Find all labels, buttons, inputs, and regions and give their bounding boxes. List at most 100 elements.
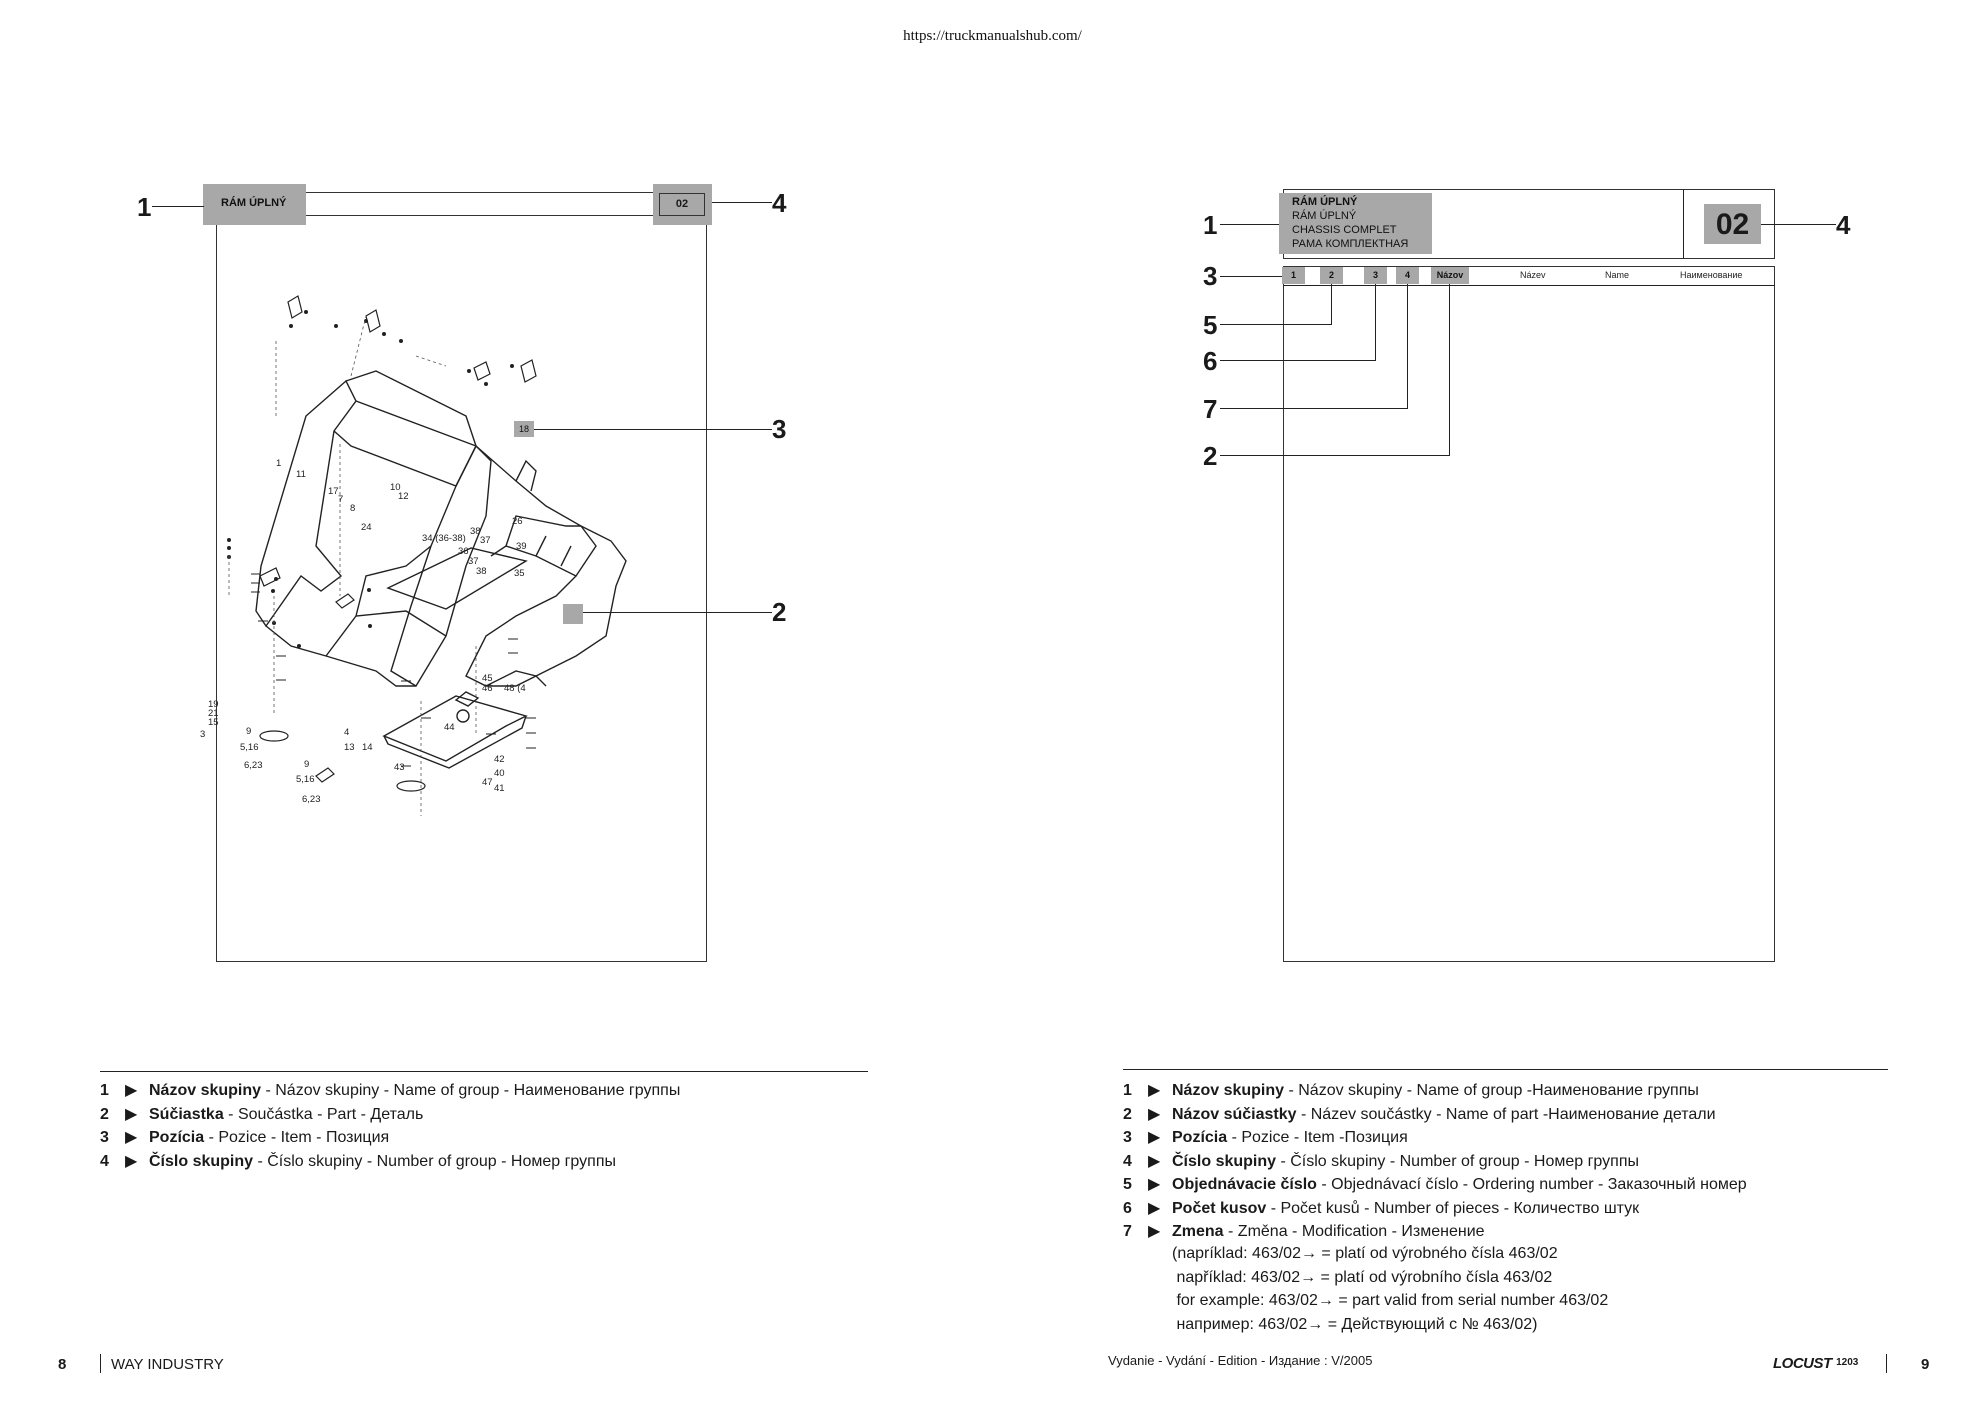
note-line-2: například: 463/02→ = platí od výrobního …: [1172, 1268, 1553, 1286]
legend-translations: - Názov skupiny - Name of group - Наимен…: [261, 1082, 681, 1099]
legend-row: 4▶Číslo skupiny - Číslo skupiny - Number…: [1123, 1150, 1747, 1174]
left-legend-divider: [100, 1071, 868, 1072]
part-label: 37: [480, 535, 491, 546]
legend-term: Číslo skupiny: [149, 1152, 254, 1170]
legend-text: Pozícia - Pozice - Item -Позиция: [1172, 1126, 1408, 1150]
legend-number: 7: [1123, 1223, 1132, 1240]
legend-translations: - Objednávací číslo - Ordering number - …: [1316, 1176, 1747, 1193]
part-label: 13: [344, 742, 355, 753]
legend-term: Názov skupiny: [149, 1082, 262, 1099]
part-label: 40: [494, 768, 505, 779]
legend-translations: - Číslo skupiny - Number of group - Номе…: [253, 1152, 616, 1170]
right-callout-7-line: [1220, 408, 1408, 409]
left-group-number-box: [653, 184, 712, 225]
part-label: 1: [276, 458, 282, 469]
right-callout-7: 7: [1203, 394, 1218, 424]
legend-term: Názov skupiny: [1172, 1082, 1285, 1099]
legend-arrow-icon: ▶: [1148, 1199, 1161, 1217]
legend-row: 1▶Názov skupiny - Názov skupiny - Name o…: [100, 1079, 680, 1103]
legend-text: Názov skupiny - Názov skupiny - Name of …: [149, 1079, 680, 1103]
part-label: 5,16: [240, 742, 259, 753]
legend-arrow-icon: ▶: [1148, 1129, 1161, 1146]
part-label: 8: [350, 503, 356, 514]
part-label: 6,23: [302, 794, 321, 805]
part-label: 44: [444, 722, 455, 733]
col-tag-ordering: 2: [1320, 267, 1343, 284]
right-group-number-box: [1704, 204, 1761, 244]
legend-row: 3▶Pozícia - Pozice - Item - Позиция: [100, 1126, 680, 1150]
left-callout-1: 1: [137, 192, 152, 222]
legend-text: Zmena - Změna - Modification - Изменение: [1172, 1220, 1485, 1244]
note-line-1: (napríklad: 463/02→ = platí od výrobného…: [1172, 1245, 1558, 1262]
right-title-line-1: RÁM ÚPLNÝ: [1292, 196, 1358, 208]
part-label: 45: [482, 673, 493, 684]
right-callout-6: 6: [1203, 346, 1218, 376]
right-title-box: [1279, 193, 1432, 254]
legend-text: Počet kusov - Počet kusů - Number of pie…: [1172, 1197, 1639, 1221]
right-page-number: 9: [1921, 1356, 1930, 1373]
bottom-guard-plate: [382, 691, 528, 769]
part-label: 37: [468, 556, 479, 567]
right-callout-5-line: [1220, 324, 1332, 325]
right-footer-divider: [1886, 1354, 1887, 1373]
part-label: 26: [512, 516, 523, 527]
left-callout-3: 3: [772, 414, 787, 444]
right-parts-table: [1283, 266, 1775, 962]
part-label: 10: [390, 482, 401, 493]
part-label: 9: [304, 759, 310, 770]
right-title-line-3: CHASSIS COMPLET: [1292, 224, 1397, 236]
left-callout-2: 2: [772, 597, 787, 627]
part-label: 6,23: [244, 760, 263, 771]
legend-arrow-icon: ▶: [125, 1152, 138, 1170]
right-title-line-4: РАМА КОМПЛЕКТНАЯ: [1292, 238, 1409, 250]
right-callout-1-line: [1220, 224, 1279, 225]
legend-arrow-icon: ▶: [1148, 1105, 1161, 1123]
right-callout-6-vline: [1375, 284, 1376, 361]
note-line-3: for example: 463/02→ = part valid from s…: [1172, 1292, 1609, 1309]
legend-term: Pozícia: [1172, 1129, 1228, 1146]
part-label: 24: [361, 522, 372, 533]
right-callout-2-line: [1220, 455, 1450, 456]
legend-number: 1: [100, 1082, 109, 1099]
col-tag-modification: 4: [1396, 267, 1419, 284]
legend-number: 1: [1123, 1082, 1132, 1099]
legend-term: Zmena: [1172, 1223, 1224, 1240]
part-label: 34 (36-38): [422, 533, 466, 544]
model-number: 1203: [1836, 1357, 1859, 1368]
right-group-number: 02: [1715, 208, 1750, 241]
highlight-tag-label: 18: [518, 424, 529, 434]
part-label: 14: [362, 742, 373, 753]
chassis-frame-lines: [255, 370, 627, 687]
legend-text: Objednávacie číslo - Objednávací číslo -…: [1172, 1173, 1747, 1197]
legend-number: 2: [1123, 1105, 1132, 1123]
right-callout-5: 5: [1203, 310, 1218, 340]
source-url[interactable]: https://truckmanualshub.com/: [903, 28, 1082, 44]
col-head-nazev: Název: [1520, 270, 1546, 280]
part-label: 42: [494, 754, 505, 765]
legend-arrow-icon: ▶: [1148, 1176, 1161, 1193]
left-group-title-box: [203, 184, 306, 225]
right-legend-divider: [1123, 1069, 1888, 1070]
legend-translations: - Součástka - Part - Деталь: [223, 1105, 424, 1123]
note-line-4: например: 463/02→ = Действующий с № 463/…: [1172, 1315, 1538, 1333]
right-table-header-line: [1283, 285, 1775, 286]
col-tag-name: Názov: [1431, 267, 1469, 284]
legend-arrow-icon: ▶: [1148, 1152, 1161, 1170]
right-callout-2: 2: [1203, 441, 1218, 471]
legend-arrow-icon: ▶: [125, 1129, 138, 1146]
label-leaders: [251, 573, 536, 767]
legend-translations: - Název součástky - Name of part -Наимен…: [1296, 1105, 1716, 1123]
right-title-lines: RÁM ÚPLNÝ RÁM ÚPLNÝ CHASSIS COMPLET РАМА…: [1292, 195, 1408, 251]
legend-text: Názov súčiastky - Název součástky - Name…: [1172, 1103, 1716, 1127]
legend-arrow-icon: ▶: [1148, 1223, 1161, 1240]
part-label: 35: [514, 568, 525, 579]
legend-row: 7 ▶ Zmena - Změna - Modification - Изменен…: [1123, 1220, 1747, 1244]
left-group-title: RÁM ÚPLNÝ: [221, 197, 287, 209]
dashed-leaders: [228, 315, 477, 816]
legend-term: Počet kusov: [1172, 1199, 1267, 1217]
part-label: 15: [208, 717, 219, 728]
legend-row: 4▶Číslo skupiny - Číslo skupiny - Number…: [100, 1150, 680, 1174]
left-brand: WAY INDUSTRY: [111, 1356, 224, 1373]
left-callout-4-line: [712, 202, 772, 203]
part-label: 4: [344, 727, 350, 738]
